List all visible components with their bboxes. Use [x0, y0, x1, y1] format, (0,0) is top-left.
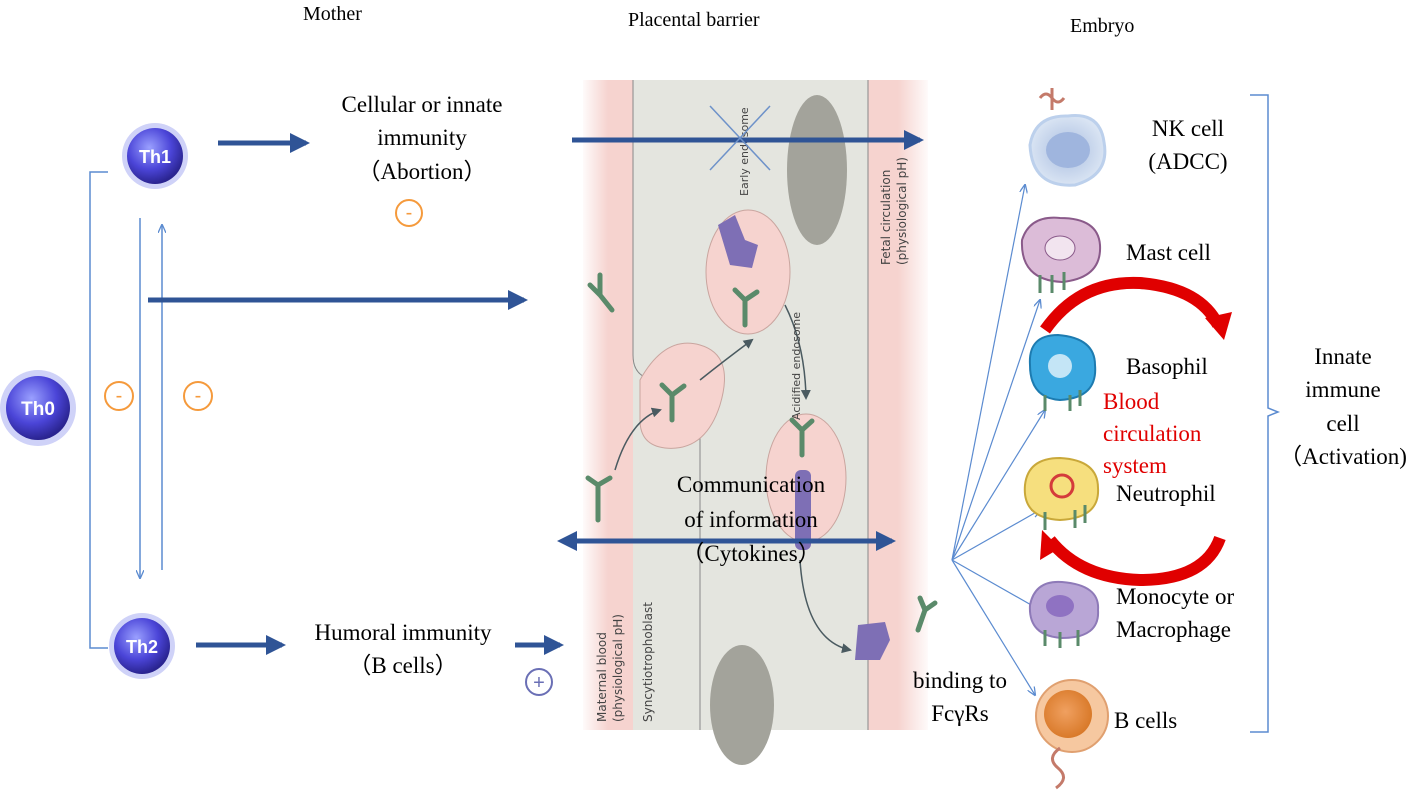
th0-label: Th0 — [21, 399, 55, 420]
plus-glyph: + — [533, 672, 545, 694]
svg-text:-: - — [116, 385, 123, 407]
nucleus-top — [787, 95, 847, 245]
innate-immune-cell-label: Innate immune cell （Activation) — [1279, 344, 1407, 470]
fcgr-receptor — [855, 622, 890, 660]
top-fragment-icon — [1038, 88, 1066, 110]
header-embryo: Embryo — [1070, 15, 1135, 37]
syncytiotrophoblast-label: Syncytiotrophoblast — [641, 602, 655, 722]
left-connectors — [89, 171, 162, 649]
maternal-ph-label: (physiological pH) — [611, 614, 625, 722]
circulation-arrows — [1040, 276, 1226, 587]
minus-right-sign — [183, 381, 213, 411]
th1-node — [127, 128, 183, 184]
monocyte-label: Monocyte or Macrophage — [1116, 584, 1235, 643]
th2-label: Th2 — [126, 637, 158, 657]
antibody-3 — [585, 475, 613, 523]
thick-arrows — [148, 130, 924, 655]
fetal-ph-label: (physiological pH) — [895, 157, 909, 265]
nucleus-bottom — [710, 645, 774, 765]
neutrophil-label: Neutrophil — [1116, 481, 1216, 506]
nk-cell-label: NK cell (ADCC) — [1148, 116, 1228, 175]
binding-fcgr-label: binding to FcγRs — [913, 668, 1007, 727]
th2-node — [114, 618, 170, 674]
antibody-2 — [659, 382, 687, 423]
embryo-cells — [1020, 88, 1109, 790]
header-mother: Mother — [303, 3, 362, 25]
basophil-label: Basophil — [1126, 354, 1208, 379]
minus-abortion-sign — [395, 199, 423, 227]
th0-node — [6, 376, 70, 440]
acidified-endosome-label: Acidified endosome — [790, 312, 803, 420]
circulation-arrow-top — [1040, 276, 1224, 334]
circulation-arrowhead-top — [1205, 312, 1232, 340]
early-endosome — [705, 209, 791, 335]
minus-left-sign — [104, 381, 134, 411]
mast-cell-label: Mast cell — [1126, 240, 1211, 265]
signs — [104, 199, 423, 411]
blocked-cross — [709, 105, 771, 171]
antibody-6 — [915, 595, 938, 633]
b-cells-label: B cells — [1114, 708, 1178, 733]
communication-label: Communication of information （Cytokines） — [676, 472, 826, 566]
header-placental-barrier: Placental barrier — [628, 9, 760, 31]
antibody-5 — [789, 417, 815, 458]
fetal-circulation-label: Fetal circulation — [879, 170, 893, 265]
humoral-immunity-label: Humoral immunity （B cells） — [314, 620, 492, 679]
svg-text:-: - — [406, 202, 413, 224]
th1-label: Th1 — [139, 147, 171, 167]
circulation-arrowhead-bottom — [1040, 530, 1060, 560]
blood-circulation-label: Blood circulation system — [1103, 389, 1202, 479]
circulation-arrow-bottom — [1045, 535, 1226, 587]
fan-arrows — [951, 185, 1045, 695]
placenta-panel: Early endosome Acidified endosome Fetal … — [583, 80, 938, 765]
svg-text:-: - — [195, 385, 202, 407]
early-endosome-label: Early endosome — [738, 107, 751, 196]
th0-bracket — [89, 171, 108, 649]
cellular-immunity-label: Cellular or innate immunity （Abortion） — [341, 92, 503, 184]
neutrophil-icon — [1023, 456, 1100, 522]
antibody-4 — [732, 287, 760, 328]
th-cells: Th1 Th2 Th0 — [0, 123, 188, 679]
fcrn-receptor-2 — [795, 470, 811, 550]
antibody-1 — [587, 272, 615, 313]
fcrn-receptor-1 — [718, 215, 758, 268]
plus-sign — [525, 668, 553, 696]
maternal-blood-label: Maternal blood — [595, 632, 609, 722]
innate-bracket — [1250, 94, 1281, 733]
sign-glyphs: - - - — [116, 202, 413, 407]
